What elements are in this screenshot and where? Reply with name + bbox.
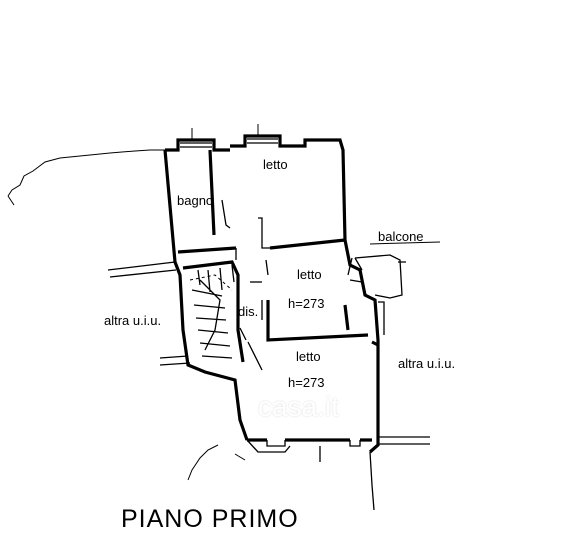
room-letto-low-height: h=273 [288,375,325,390]
room-altra-left-label: altra u.i.u. [104,313,162,328]
room-letto-mid-label: letto [297,267,322,282]
neighbour-wall-right [378,436,430,445]
wall-dis-letto [266,300,369,342]
balcone-leader [369,241,441,245]
room-letto-mid-height: h=273 [288,296,325,311]
room-dis-label: dis. [238,304,259,319]
room-balcone-label: balcone [378,229,424,244]
room-altra-right-label: altra u.i.u. [398,356,456,371]
window-top-right [247,138,278,144]
room-bagno-label: bagno [177,193,214,208]
window-top-left [180,142,212,148]
neighbour-outline [7,149,165,197]
plan-title: PIANO PRIMO [121,505,299,533]
room-letto-top-label: letto [263,157,288,172]
neighbour-wall-left-top [107,261,177,278]
outer-wall [165,134,380,454]
wall-letto-bottom [269,238,346,250]
neighbour-wall-left-bottom [159,355,191,366]
balcone-outline [354,254,403,299]
stair-steps [191,264,235,359]
wall-bagno-letto [208,149,216,236]
stair-outline [182,260,245,363]
watermark: casa.it [258,391,339,422]
room-letto-low-label: letto [296,349,321,364]
